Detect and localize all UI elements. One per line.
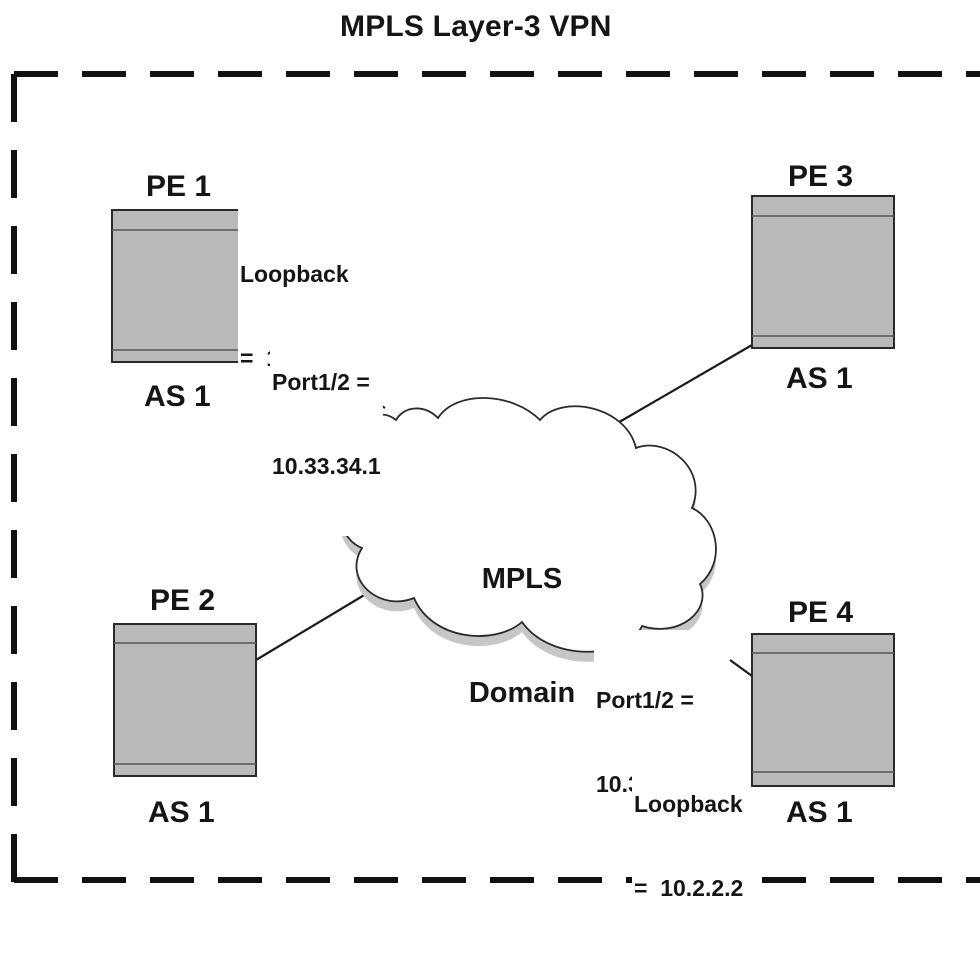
pe2-name: PE 2 bbox=[150, 584, 216, 617]
router-box-pe3 bbox=[751, 195, 895, 349]
pe1-port-label: Port1/2 = bbox=[272, 369, 370, 395]
diagram-title: MPLS Layer-3 VPN bbox=[340, 10, 612, 43]
cloud-label-line2: Domain bbox=[468, 677, 576, 709]
router-box-pe4 bbox=[751, 633, 895, 787]
pe4-name: PE 4 bbox=[788, 596, 854, 629]
vpn-boundary bbox=[11, 71, 980, 884]
cloud-label-line1: MPLS bbox=[481, 563, 563, 595]
diagram-canvas: MPLS Layer-3 VPN MPLS Domain PE 1 AS 1 L… bbox=[11, 10, 980, 901]
router-box-pe1 bbox=[111, 209, 253, 363]
link-pe4-port bbox=[729, 659, 753, 677]
pe1-port: Port1/2 = 10.33.34.1 bbox=[270, 312, 383, 536]
pe4-loopback-label: Loopback bbox=[634, 791, 743, 817]
pe4-port-label: Port1/2 = bbox=[596, 687, 694, 713]
cloud-label: MPLS Domain bbox=[452, 484, 592, 788]
pe3-name: PE 3 bbox=[788, 160, 854, 193]
pe1-port-ip: 10.33.34.1 bbox=[272, 453, 381, 479]
pe3-as: AS 1 bbox=[786, 362, 853, 395]
pe1-as: AS 1 bbox=[144, 380, 211, 413]
pe4-as: AS 1 bbox=[786, 796, 853, 829]
pe4-loopback: Loopback = 10.2.2.2 bbox=[632, 734, 746, 958]
pe2-as: AS 1 bbox=[148, 796, 215, 829]
link-pe2-cloud bbox=[255, 587, 377, 661]
router-box-pe2 bbox=[113, 623, 257, 777]
pe1-name: PE 1 bbox=[146, 170, 212, 203]
diagram-graphics bbox=[11, 71, 980, 884]
pe1-loopback-label: Loopback bbox=[240, 261, 349, 287]
pe4-loopback-ip: = 10.2.2.2 bbox=[634, 875, 744, 901]
cloud-body bbox=[337, 397, 717, 653]
mpls-cloud bbox=[337, 397, 717, 662]
